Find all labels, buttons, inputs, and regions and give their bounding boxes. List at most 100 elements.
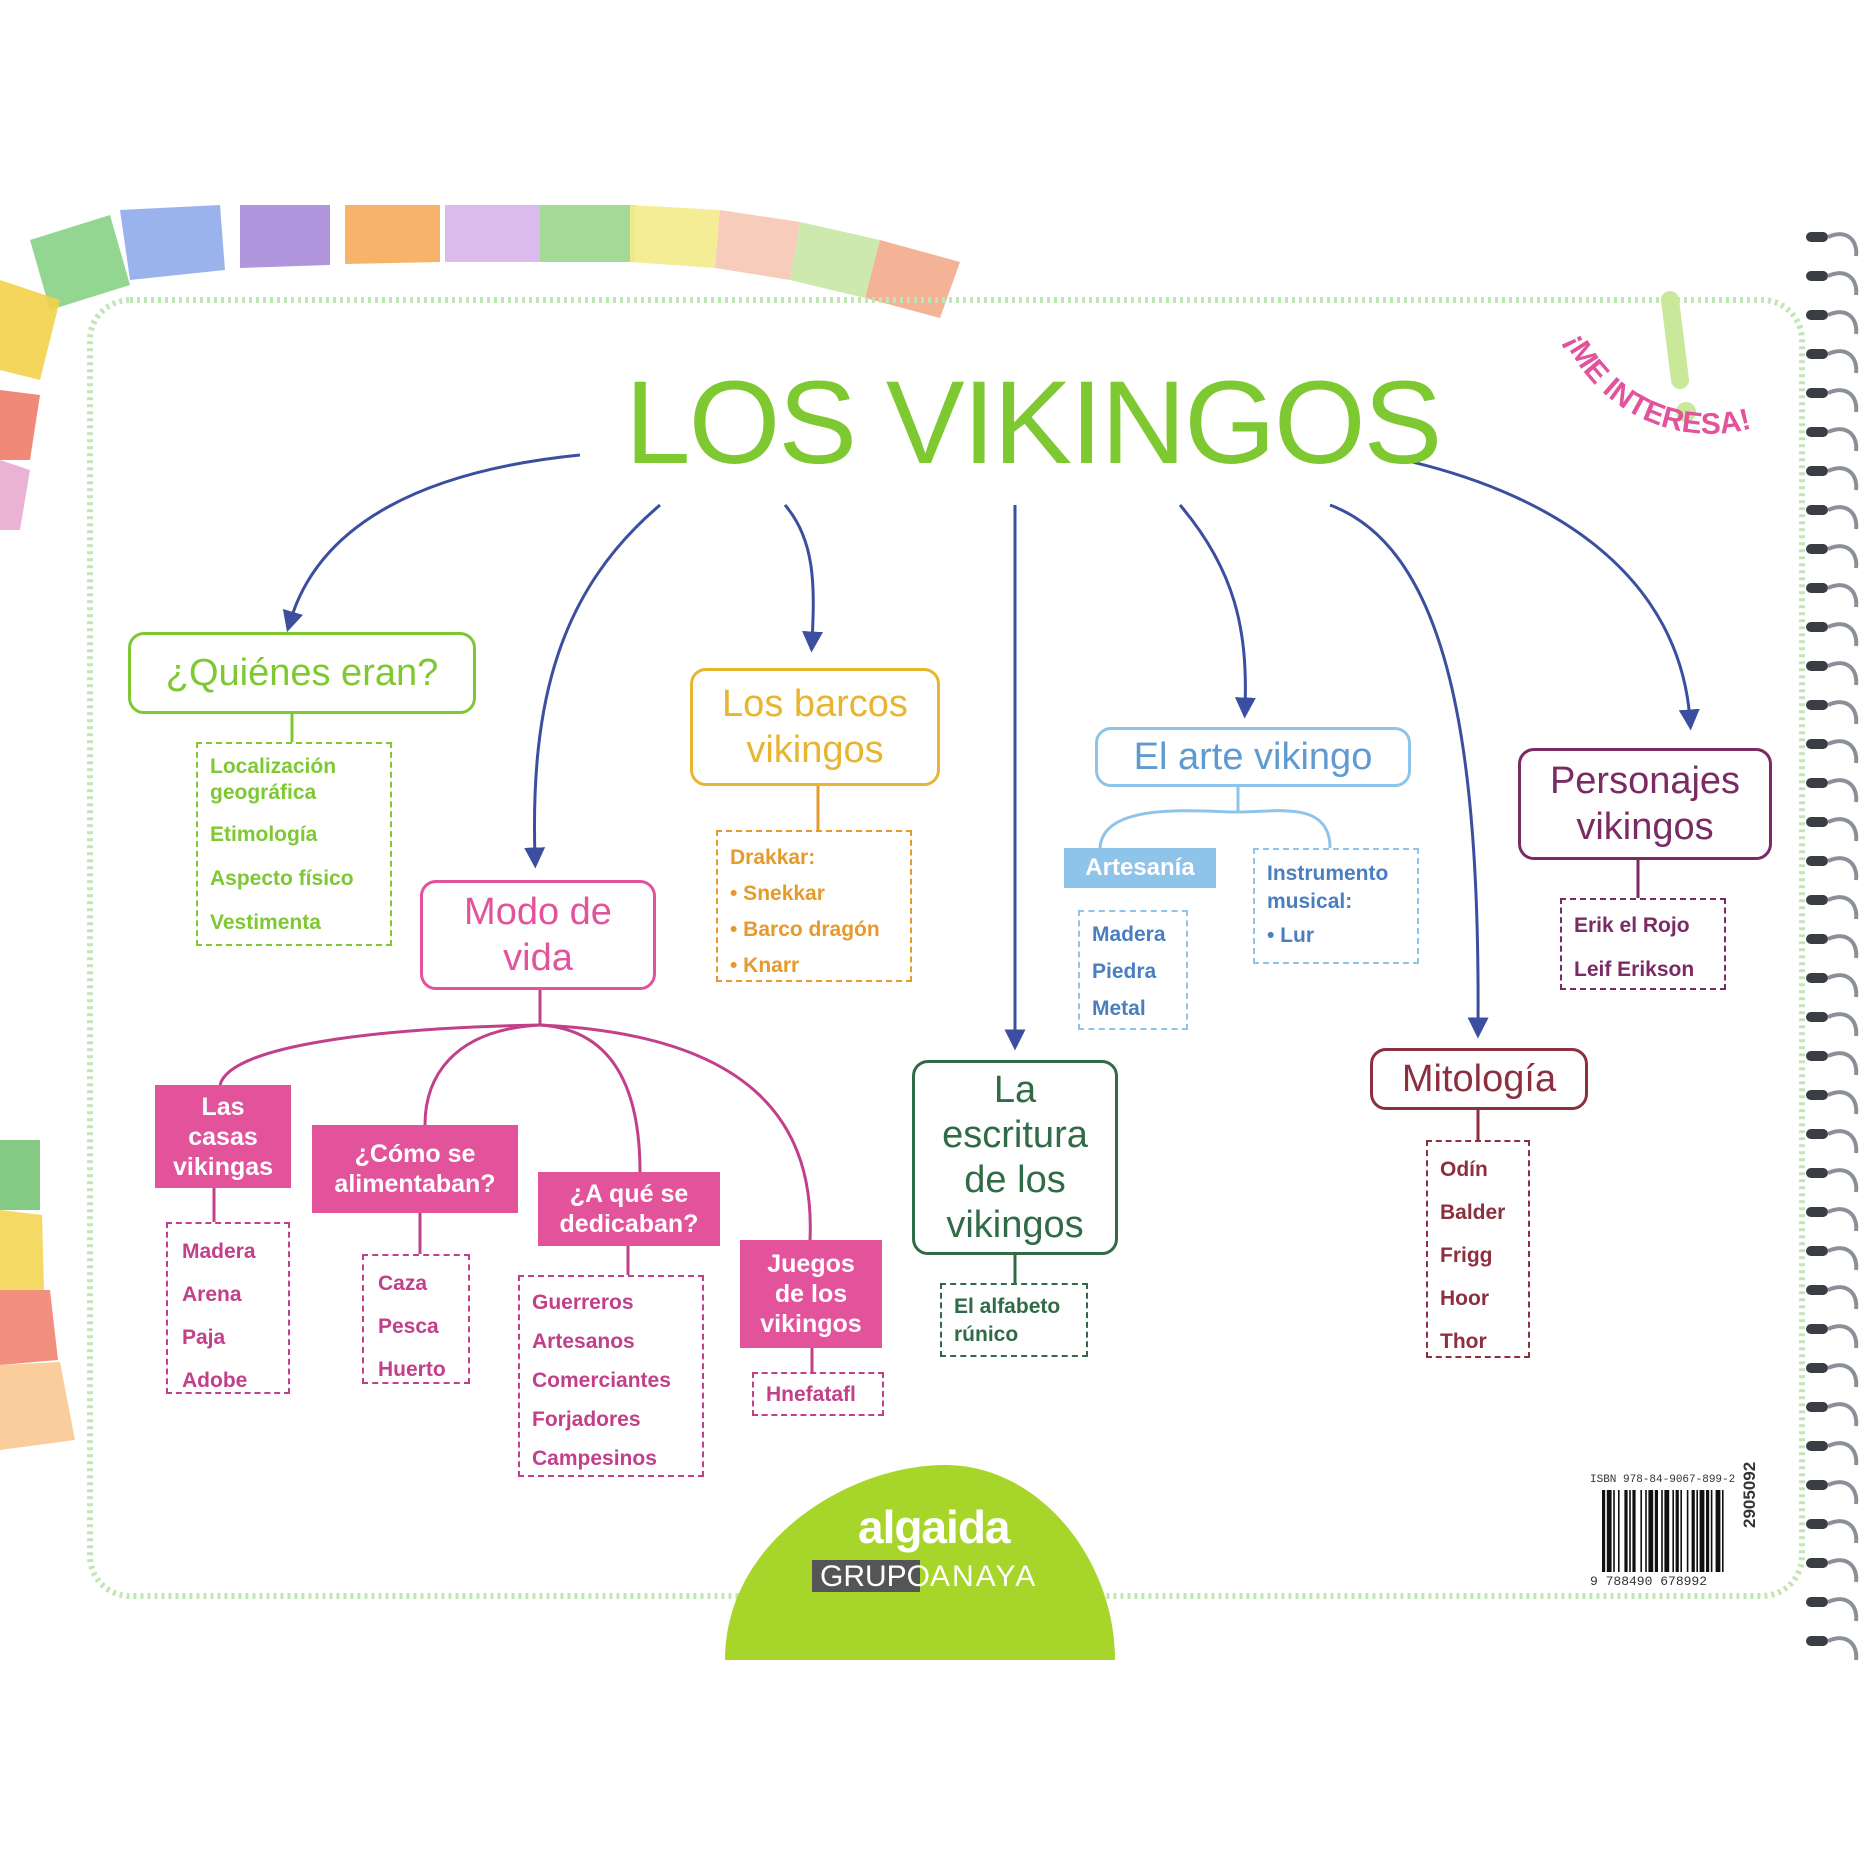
barcode-bar [1699, 1490, 1705, 1572]
list-personajes: Erik el Rojo Leif Erikson [1560, 898, 1726, 990]
list-heading: Drakkar: [730, 846, 816, 869]
spiral-coil [1827, 895, 1859, 920]
barcode [1602, 1490, 1724, 1572]
product-code: 2905092 [1740, 1461, 1759, 1528]
spiral-ring [1806, 1012, 1828, 1022]
spiral-coil [1827, 505, 1859, 530]
node-label: Mitología [1401, 1058, 1557, 1100]
spiral-ring [1806, 271, 1828, 281]
node-label: Personajes vikingos [1549, 760, 1741, 848]
spiral-coil [1827, 1480, 1859, 1505]
spiral-ring [1806, 583, 1828, 593]
list-item: Hoor [1440, 1287, 1489, 1310]
list-item: Hnefatafl [766, 1383, 856, 1406]
node-label: Los barcos vikingos [722, 683, 908, 771]
list-item: Balder [1440, 1201, 1506, 1224]
node-modo-de-vida: Modo de vida [420, 880, 656, 990]
spiral-ring [1806, 778, 1828, 788]
spiral-coil [1827, 700, 1859, 725]
list-item: Madera [182, 1240, 256, 1263]
node-label: Modo de vida [464, 891, 612, 979]
barcode-bar [1645, 1490, 1647, 1572]
spiral-coil [1827, 1051, 1859, 1076]
spiral-coil [1827, 1246, 1859, 1271]
spiral-ring [1806, 817, 1828, 827]
list-item: Thor [1440, 1330, 1487, 1353]
spiral-ring [1806, 1051, 1828, 1061]
spiral-coil [1827, 1597, 1859, 1622]
list-juegos: Hnefatafl [752, 1372, 884, 1416]
list-item: Localización geográfica [210, 755, 337, 804]
barcode-bar [1710, 1490, 1713, 1572]
barcode-bar [1706, 1490, 1710, 1572]
spiral-ring [1806, 739, 1828, 749]
list-mitologia: Odín Balder Frigg Hoor Thor [1426, 1140, 1530, 1358]
spiral-ring [1806, 1480, 1828, 1490]
spiral-coil [1827, 1285, 1859, 1310]
node-label: La escritura de los vikingos [942, 1068, 1088, 1246]
barcode-bar [1606, 1490, 1612, 1572]
spiral-coil [1827, 232, 1859, 257]
barcode-bar [1632, 1490, 1636, 1572]
spiral-ring [1806, 388, 1828, 398]
spiral-coil [1827, 544, 1859, 569]
barcode-bar [1602, 1490, 1606, 1572]
barcode-bar [1675, 1490, 1679, 1572]
spiral-coil [1827, 973, 1859, 998]
spiral-ring [1806, 1363, 1828, 1373]
spiral-ring [1806, 1519, 1828, 1529]
list-item: Adobe [182, 1369, 248, 1392]
spiral-ring [1806, 700, 1828, 710]
spiral-ring [1806, 1207, 1828, 1217]
spiral-coil [1827, 427, 1859, 452]
list-quienes: Localización geográfica Etimología Aspec… [196, 742, 392, 946]
list-heading: Instrumento musical: [1267, 862, 1389, 913]
barcode-bar [1618, 1490, 1620, 1572]
spiral-ring [1806, 544, 1828, 554]
arrow-quienes [282, 453, 581, 633]
list-item: Paja [182, 1326, 226, 1349]
spiral-coil [1827, 466, 1859, 491]
barcode-digits: 9 788490 678992 [1590, 1574, 1708, 1589]
spiral-coil [1827, 271, 1859, 296]
list-item: Arena [182, 1283, 242, 1306]
page-title: LOS VIKINGOS [625, 357, 1442, 489]
list-item: Piedra [1092, 960, 1157, 983]
spiral-binding [1806, 232, 1859, 1661]
node-label: ¿Quiénes eran? [165, 652, 439, 694]
list-item: Vestimenta [210, 911, 321, 934]
node-artesania: Artesanía [1064, 848, 1216, 888]
list-item: El alfabeto rúnico [954, 1295, 1061, 1346]
publisher-name: algaida [858, 1501, 1011, 1553]
node-label: El arte vikingo [1133, 736, 1373, 778]
spiral-coil [1827, 934, 1859, 959]
svg-text:¡ME INTERESA!: ¡ME INTERESA! [1559, 329, 1754, 441]
spiral-coil [1827, 739, 1859, 764]
spiral-coil [1827, 1012, 1859, 1037]
node-barcos-vikingos: Los barcos vikingos [690, 668, 940, 786]
list-item: Leif Erikson [1574, 958, 1695, 981]
list-item: Pesca [378, 1315, 439, 1338]
list-alimentaban: Caza Pesca Huerto [362, 1254, 470, 1384]
spiral-ring [1806, 661, 1828, 671]
list-item: • Knarr [730, 954, 800, 977]
spiral-ring [1806, 1636, 1828, 1646]
list-item: Erik el Rojo [1574, 914, 1690, 937]
spiral-ring [1806, 1246, 1828, 1256]
arrow-mitologia [1329, 503, 1489, 1039]
node-label: Artesanía [1085, 854, 1195, 881]
decorative-stripes [0, 205, 960, 1450]
spiral-ring [1806, 1090, 1828, 1100]
barcode-bar [1629, 1490, 1631, 1572]
list-item: Guerreros [532, 1291, 634, 1314]
node-a-que-se-dedicaban: ¿A qué se dedicaban? [538, 1172, 720, 1246]
node-juegos-vikingos: Juegos de los vikingos [740, 1240, 882, 1348]
barcode-bar [1686, 1490, 1689, 1572]
publisher-brand: ANAYA [930, 1560, 1038, 1593]
spiral-coil [1827, 1441, 1859, 1466]
me-interesa-badge: ¡ME INTERESA! [1559, 291, 1754, 441]
node-arte-vikingo: El arte vikingo [1095, 727, 1411, 787]
list-instrumento: Instrumento musical: • Lur [1253, 848, 1419, 964]
